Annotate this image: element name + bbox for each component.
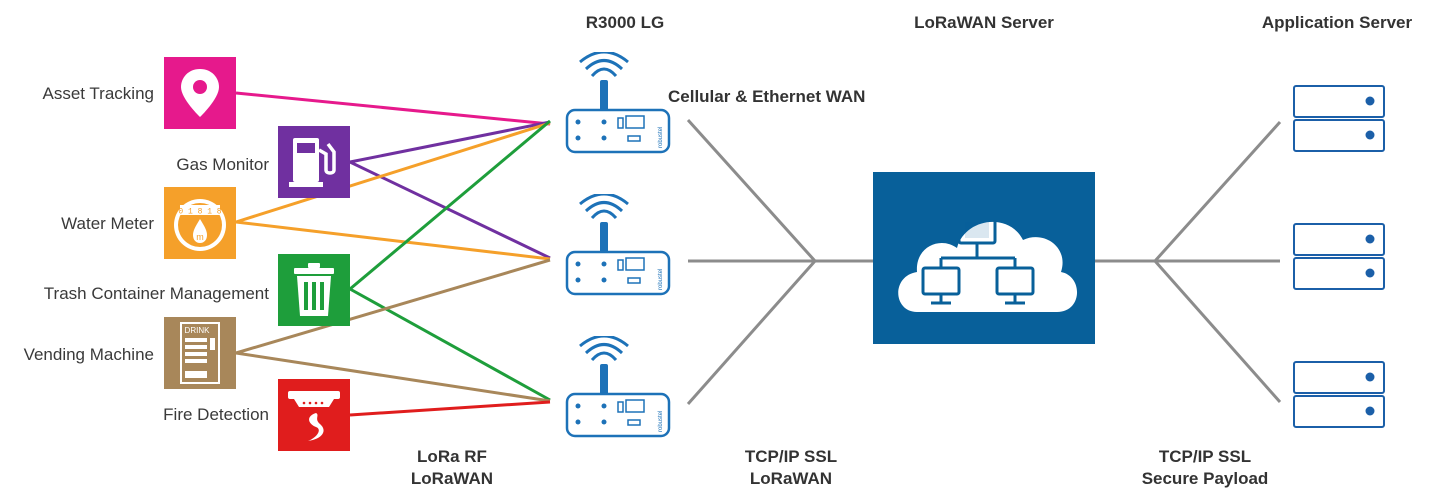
link-gw1-server bbox=[686, 118, 817, 263]
link-junction-app1 bbox=[1153, 120, 1282, 263]
wire-trash-gw1 bbox=[349, 119, 551, 291]
link-junction-app3 bbox=[1153, 260, 1282, 403]
label-lora-rf: LoRa RF LoRaWAN bbox=[382, 446, 522, 490]
wire-fire-gw3 bbox=[349, 400, 551, 417]
device-label-gas-monitor: Gas Monitor bbox=[176, 155, 269, 174]
gateway-brand: robustel bbox=[658, 411, 664, 432]
gateway-brand: robustel bbox=[658, 127, 664, 148]
gateway-brand: robustel bbox=[658, 269, 664, 290]
label-tcp-lorawan-line1: TCP/IP SSL bbox=[744, 447, 838, 466]
label-lora-rf-line1: LoRa RF bbox=[417, 447, 487, 466]
lorawan-server-cloud-icon bbox=[873, 172, 1095, 344]
device-label-asset-tracking: Asset Tracking bbox=[42, 84, 155, 103]
application-server-icon bbox=[1292, 360, 1388, 430]
header-application-server: Application Server bbox=[1261, 13, 1413, 32]
wire-water-meter-gw1 bbox=[235, 121, 551, 224]
header-lorawan-server: LoRaWAN Server bbox=[914, 13, 1054, 32]
application-server-icon bbox=[1292, 222, 1388, 292]
device-label-trash-container: Trash Container Management bbox=[43, 284, 269, 303]
device-label-fire-detection: Fire Detection bbox=[163, 405, 269, 424]
wire-asset-tracking-gw1 bbox=[235, 91, 551, 126]
wire-water-meter-gw2 bbox=[235, 220, 551, 261]
location-pin-icon bbox=[164, 57, 236, 129]
meter-digits: 0 1 8 1 8 bbox=[178, 208, 221, 217]
wire-gas-monitor-gw1 bbox=[349, 120, 551, 164]
meter-unit: m bbox=[196, 232, 204, 242]
label-tcp-secure-payload-line2: Secure Payload bbox=[1141, 469, 1269, 488]
wire-vending-gw2 bbox=[235, 258, 551, 355]
water-meter-icon: 0 1 8 1 8 m bbox=[164, 187, 236, 259]
fire-detector-icon bbox=[278, 379, 350, 451]
header-gateway: R3000 LG bbox=[585, 13, 665, 32]
device-label-vending-machine: Vending Machine bbox=[23, 345, 154, 364]
label-tcp-lorawan-line2: LoRaWAN bbox=[749, 469, 833, 488]
link-gw3-server bbox=[686, 260, 817, 405]
vending-machine-icon: DRINK bbox=[164, 317, 236, 389]
application-server-icon bbox=[1292, 84, 1388, 154]
label-wan: Cellular & Ethernet WAN bbox=[668, 87, 866, 106]
fuel-pump-icon bbox=[278, 126, 350, 198]
wire-vending-gw3 bbox=[235, 351, 551, 403]
wire-trash-gw3 bbox=[349, 287, 551, 402]
gateway-device: robustel bbox=[562, 336, 672, 441]
vending-sign: DRINK bbox=[185, 326, 211, 335]
label-lora-rf-line2: LoRaWAN bbox=[410, 469, 494, 488]
label-tcp-secure-payload: TCP/IP SSL Secure Payload bbox=[1120, 446, 1290, 490]
device-label-water-meter: Water Meter bbox=[61, 214, 154, 233]
gateway-device: robustel bbox=[562, 194, 672, 299]
trash-can-icon bbox=[278, 254, 350, 326]
label-tcp-secure-payload-line1: TCP/IP SSL bbox=[1158, 447, 1252, 466]
gateway-device: robustel bbox=[562, 52, 672, 157]
wire-gas-monitor-gw2 bbox=[349, 160, 551, 260]
label-tcp-lorawan: TCP/IP SSL LoRaWAN bbox=[716, 446, 866, 490]
